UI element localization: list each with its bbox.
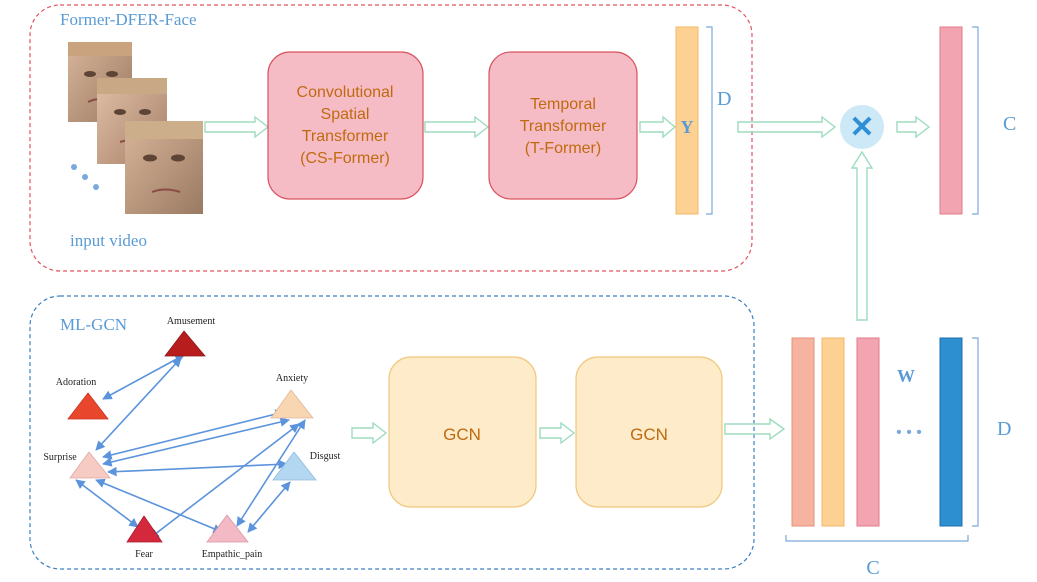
bottom-flow-arrows — [351, 417, 786, 445]
node-surprise-icon — [69, 451, 111, 479]
top-panel-border — [29, 4, 753, 272]
node-surprise-label: Surprise — [43, 452, 77, 463]
t-former-block: Temporal Transformer (T-Former) — [488, 51, 638, 200]
output-c-label: C — [1003, 113, 1016, 135]
t-former-line-1: Temporal — [530, 96, 596, 113]
w-c-label: C — [866, 557, 879, 579]
node-fear-label: Fear — [135, 549, 153, 560]
cs-former-block: Convolutional Spatial Transformer (CS-Fo… — [267, 51, 424, 200]
w-c-bracket — [785, 535, 969, 542]
arrow-gcn2-to-w — [724, 417, 786, 441]
gcn-block-2: GCN — [575, 356, 723, 508]
arrow-multiply-to-output — [896, 115, 931, 139]
node-disgust-label: Disgust — [310, 451, 341, 462]
arrow-y-to-multiply — [737, 115, 837, 139]
node-empathic-pain-icon — [206, 514, 249, 543]
label-graph-edges — [75, 354, 306, 539]
cs-former-line-2: Spatial — [321, 106, 370, 123]
node-anxiety-label: Anxiety — [276, 373, 308, 384]
cs-former-line-3: Transformer — [302, 128, 389, 145]
cs-former-line-4: (CS-Former) — [300, 150, 390, 167]
w-ellipsis-icon: • • • — [896, 424, 922, 441]
w-d-label: D — [997, 418, 1011, 440]
node-adoration-icon — [67, 392, 109, 420]
gcn-1-label: GCN — [443, 425, 481, 444]
node-disgust-icon — [272, 451, 317, 481]
w-matrix — [791, 337, 963, 527]
w-bar-3 — [856, 337, 880, 527]
multiply-icon: ✕ — [849, 111, 874, 144]
bottom-panel-title: ML-GCN — [60, 315, 127, 334]
node-empathic-pain-label: Empathic_pain — [202, 549, 263, 560]
arrow-w-to-multiply — [850, 150, 874, 321]
t-former-line-2: Transformer — [520, 118, 607, 135]
arrow-gcn1-to-gcn2 — [539, 421, 576, 445]
arrow-graph-to-gcn1 — [351, 421, 388, 445]
output-bar — [939, 26, 963, 215]
bottom-panel-border — [29, 295, 755, 570]
t-former-line-3: (T-Former) — [525, 140, 601, 157]
node-amusement-icon — [164, 330, 206, 357]
w-label: W — [897, 366, 915, 386]
y-d-label: D — [717, 88, 731, 110]
gcn-block-1: GCN — [388, 356, 537, 508]
arrow-csformer-to-tformer — [424, 115, 490, 139]
multiply-operator: ✕ — [840, 105, 884, 149]
output-dimension-bracket — [972, 26, 979, 215]
y-dimension-bracket — [706, 26, 713, 215]
arrow-input-to-csformer — [204, 115, 270, 139]
label-graph-nodes: Amusement Adoration Anxiety Disgust Surp… — [43, 316, 340, 560]
y-feature-bar — [675, 26, 699, 215]
top-flow-arrows — [204, 115, 931, 139]
ellipsis-dots-icon — [71, 164, 99, 190]
y-label: Y — [681, 117, 694, 137]
node-anxiety-icon — [270, 389, 314, 419]
gcn-2-label: GCN — [630, 425, 668, 444]
w-bar-2 — [821, 337, 845, 527]
video-frame-3 — [125, 121, 203, 214]
w-bar-1 — [791, 337, 815, 527]
node-adoration-label: Adoration — [56, 377, 97, 388]
w-d-bracket — [972, 337, 979, 527]
node-fear-icon — [126, 515, 163, 543]
input-video-label: input video — [70, 231, 147, 250]
arrow-tformer-to-y — [639, 115, 677, 139]
top-panel-title: Former-DFER-Face — [60, 10, 197, 29]
w-bar-last — [939, 337, 963, 527]
node-amusement-label: Amusement — [167, 316, 216, 327]
input-video-frames — [68, 42, 203, 214]
cs-former-line-1: Convolutional — [297, 84, 394, 101]
